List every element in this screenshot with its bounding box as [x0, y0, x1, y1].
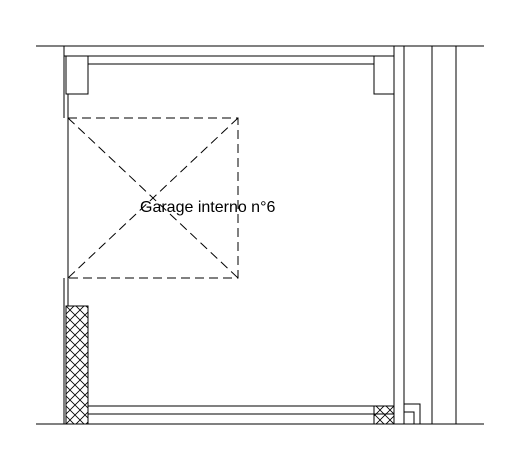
- top-right-pillar: [373, 55, 395, 95]
- hatched-block-right: [373, 405, 395, 425]
- vehicle-outline: [67, 117, 239, 279]
- bottom-wall: [88, 405, 394, 415]
- plan-lines: [36, 45, 484, 425]
- bottom-right-detail: [404, 403, 421, 424]
- top-wall: [68, 55, 394, 65]
- top-left-pillar: [63, 46, 89, 118]
- hatched-column-left: [65, 305, 89, 425]
- room-label: Garage interno n°6: [140, 199, 275, 216]
- right-wall: [393, 46, 457, 424]
